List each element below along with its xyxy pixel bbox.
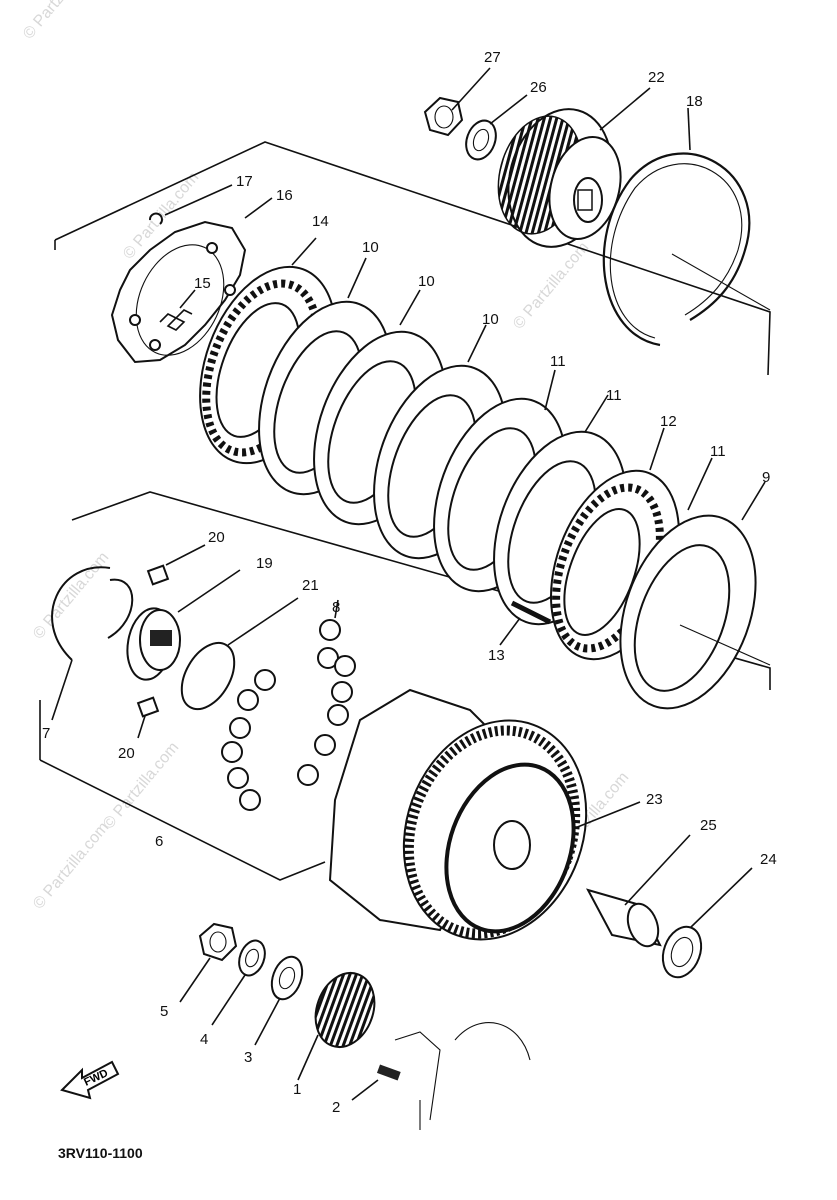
washer-3 (254, 955, 304, 1046)
block-20-lower (136, 696, 160, 739)
callout-26: 26 (530, 79, 547, 96)
callout-22: 22 (648, 69, 665, 86)
callout-3: 3 (244, 1049, 252, 1066)
spring-15 (159, 289, 196, 331)
wire-ring-7 (51, 566, 134, 721)
clutch-housing-6 (328, 688, 641, 941)
block-20-upper (146, 544, 206, 586)
watermark: © Partzilla.com (30, 819, 112, 913)
pressure-plate-16 (110, 197, 273, 364)
balls-8 (221, 599, 356, 811)
callout-15: 15 (194, 275, 211, 292)
callout-23: 23 (646, 791, 663, 808)
callout-10a: 10 (362, 239, 379, 256)
washer-24 (661, 867, 753, 979)
callout-14: 14 (312, 213, 329, 230)
ring-21 (180, 597, 299, 711)
gear-1 (297, 972, 376, 1081)
callout-20a: 20 (208, 529, 225, 546)
callout-labels: 27 26 22 18 17 16 14 15 10 10 10 11 11 1… (42, 49, 777, 1116)
callout-11a: 11 (550, 353, 566, 370)
callout-13: 13 (488, 647, 505, 664)
callout-17: 17 (236, 173, 253, 190)
diagram-code: 3RV110-1100 (58, 1145, 143, 1161)
callout-10c: 10 (482, 311, 499, 328)
housing-group-outline-lower (39, 759, 326, 881)
nut-27 (423, 67, 491, 137)
push-rod-13 (499, 600, 552, 646)
callout-10b: 10 (418, 273, 435, 290)
callout-27: 27 (484, 49, 501, 66)
callout-11c: 11 (710, 443, 726, 460)
mainshaft (394, 1022, 531, 1130)
callout-8: 8 (332, 599, 340, 616)
callout-21: 21 (302, 577, 319, 594)
callout-11b: 11 (606, 387, 622, 404)
key-2 (351, 1064, 401, 1101)
nut-5 (179, 922, 238, 1003)
callout-1: 1 (293, 1081, 301, 1098)
callout-6: 6 (155, 833, 163, 850)
callout-2: 2 (332, 1099, 340, 1116)
watermark: © Partzilla.com (30, 549, 112, 643)
callout-4: 4 (200, 1031, 208, 1048)
watermark: © Partzilla.com (100, 739, 182, 833)
wire-ring-18 (602, 107, 771, 347)
fwd-arrow-icon: FWD (60, 1060, 120, 1100)
callout-25: 25 (700, 817, 717, 834)
callout-12: 12 (660, 413, 677, 430)
sleeve-25 (586, 834, 691, 948)
callout-9: 9 (762, 469, 770, 486)
washer-4 (211, 939, 266, 1026)
callout-7: 7 (42, 725, 50, 742)
watermark: © Partzilla.com (20, 0, 102, 43)
callout-19: 19 (256, 555, 273, 572)
callout-5: 5 (160, 1003, 168, 1020)
washer-26 (465, 94, 528, 161)
watermark: © Partzilla.com (510, 239, 592, 333)
callout-16: 16 (276, 187, 293, 204)
circlip-17 (149, 184, 233, 225)
clutch-boss-22 (497, 87, 651, 248)
callout-24: 24 (760, 851, 777, 868)
callout-18: 18 (686, 93, 703, 110)
plate-9 (619, 481, 771, 710)
callout-20b: 20 (118, 745, 135, 762)
lever-19 (126, 569, 241, 681)
